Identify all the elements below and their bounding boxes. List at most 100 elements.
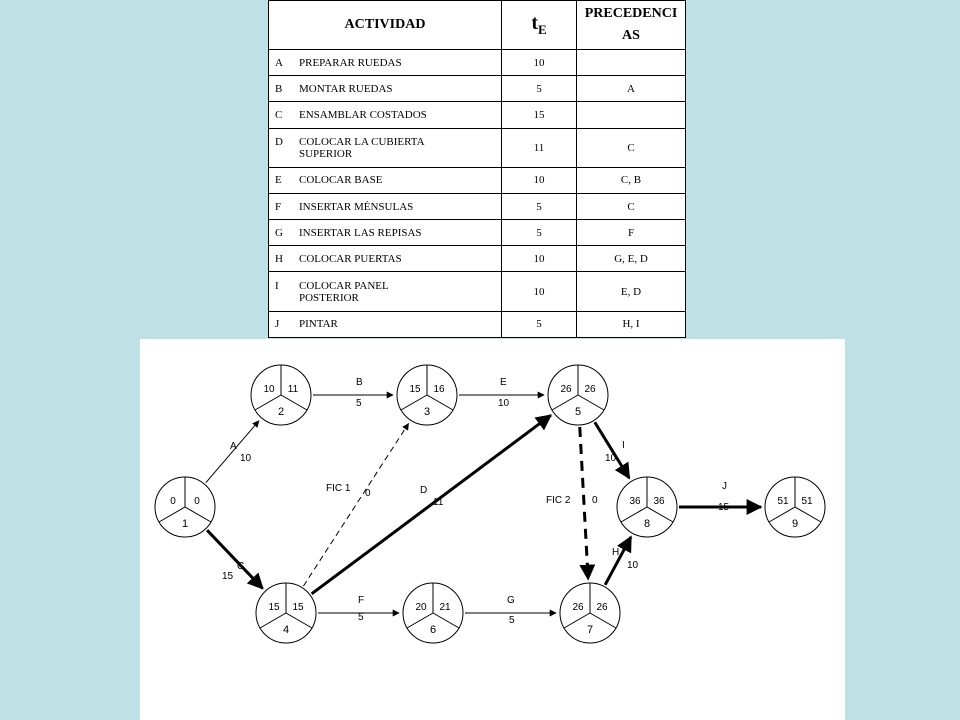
activity-label: D	[420, 485, 427, 496]
node-early-start: 36	[629, 496, 641, 507]
activity-arrow: A10	[205, 420, 260, 484]
activity-cell: G INSERTAR LAS REPISAS	[268, 219, 502, 247]
node-late-start: 15	[292, 602, 304, 613]
node-id: 5	[575, 406, 581, 418]
node-early-start: 15	[409, 384, 421, 395]
activity-label: F	[358, 595, 364, 606]
node-divider	[589, 612, 617, 629]
node-id: 2	[278, 406, 284, 418]
arrow-line	[603, 535, 633, 586]
node-divider	[432, 612, 460, 629]
node-late-start: 11	[288, 384, 299, 395]
duration-label: 0	[592, 495, 598, 506]
header-te: tE	[501, 0, 577, 50]
activity-label: A	[230, 441, 237, 452]
duration-label: 11	[433, 497, 444, 508]
node-early-start: 26	[572, 602, 584, 613]
activity-code: F	[275, 200, 282, 213]
arrow-line	[310, 414, 553, 596]
node-divider	[158, 506, 186, 523]
header-activity: ACTIVIDAD	[268, 0, 502, 50]
activity-arrow: F5	[318, 595, 400, 623]
node-divider	[184, 506, 212, 523]
header-te-main: t	[531, 12, 538, 34]
node-id: 7	[587, 624, 593, 636]
node-divider	[254, 394, 282, 411]
activity-code: E	[275, 174, 282, 187]
activity-arrow: E10	[459, 377, 545, 409]
activity-code: J	[275, 318, 280, 331]
activity-code: I	[275, 279, 279, 292]
activity-code: G	[275, 226, 283, 239]
node-id: 1	[182, 518, 188, 530]
node-divider	[551, 394, 579, 411]
node-late-start: 21	[439, 602, 451, 613]
activity-name: COLOCAR BASE	[299, 174, 383, 187]
duration-label: 15	[718, 502, 730, 513]
node-divider	[646, 506, 674, 523]
node-early-start: 20	[415, 602, 427, 613]
activity-label: C	[237, 561, 244, 572]
precedences-cell: C	[576, 192, 686, 221]
activity-name: COLOCAR PANEL POSTERIOR	[299, 279, 389, 304]
node-divider	[400, 394, 428, 411]
node-divider	[285, 612, 313, 629]
activity-label: FIC 1	[326, 483, 351, 494]
duration-label: 5	[356, 398, 362, 409]
node-divider	[426, 394, 454, 411]
activity-name: COLOCAR PUERTAS	[299, 252, 402, 265]
te-cell: 5	[501, 192, 577, 221]
te-cell: 5	[501, 75, 577, 103]
activity-code: D	[275, 135, 283, 148]
duration-label: 10	[627, 560, 639, 571]
node-early-start: 10	[263, 384, 275, 395]
node-early-start: 51	[777, 496, 789, 507]
arrow-line	[302, 422, 409, 587]
precedences-cell: G, E, D	[576, 245, 686, 273]
node-early-start: 26	[560, 384, 572, 395]
activity-code: B	[275, 82, 283, 95]
activity-arrow: D 11	[310, 414, 553, 596]
node-late-start: 51	[801, 496, 813, 507]
activity-name: INSERTAR LAS REPISAS	[299, 226, 422, 239]
node-divider	[577, 394, 605, 411]
precedences-cell	[576, 48, 686, 77]
node-divider	[563, 612, 591, 629]
arrow-line	[593, 421, 631, 480]
node-divider	[620, 506, 648, 523]
activity-cell: I COLOCAR PANEL POSTERIOR	[268, 271, 502, 312]
activity-code: H	[275, 252, 283, 265]
node-divider	[280, 394, 308, 411]
node-late-start: 16	[433, 384, 445, 395]
activity-arrow: C15	[205, 529, 264, 590]
duration-label: 10	[498, 398, 510, 409]
te-cell: 10	[501, 48, 577, 77]
precedences-cell	[576, 101, 686, 129]
activity-arrow: J15	[679, 481, 763, 515]
node-divider	[259, 612, 287, 629]
te-cell: 11	[501, 127, 577, 168]
header-precedences: PRECEDENCIAS	[576, 0, 686, 50]
activity-code: A	[275, 56, 283, 69]
node-early-start: 15	[268, 602, 280, 613]
